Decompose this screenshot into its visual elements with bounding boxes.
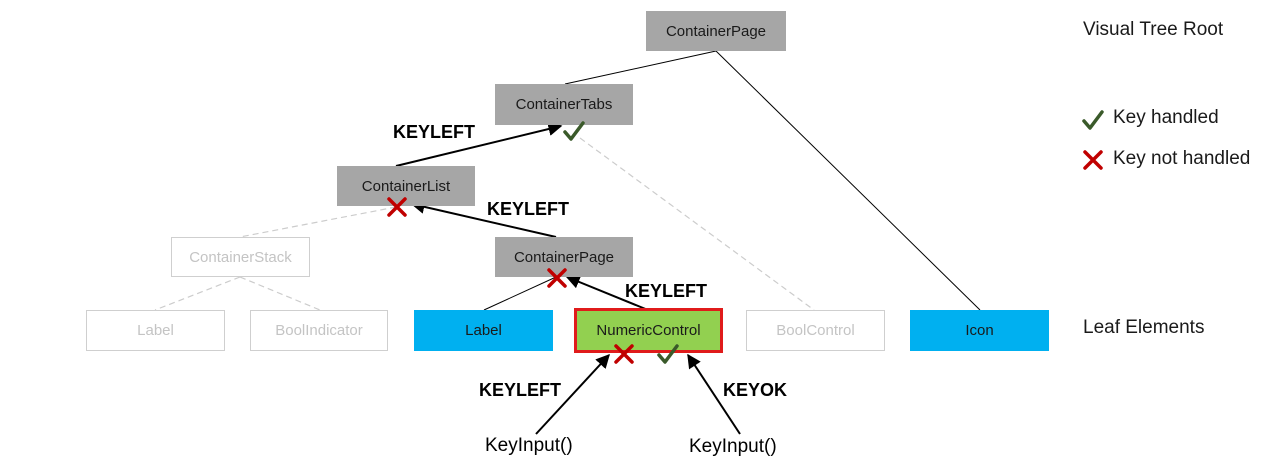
node-container-tabs: ContainerTabs — [495, 84, 633, 125]
node-container-page-root: ContainerPage — [646, 11, 786, 51]
node-label-faded: Label — [86, 310, 225, 351]
cross-icon — [1083, 150, 1103, 170]
node-label-leaf: Label — [414, 310, 553, 351]
edge-label-page-to-list: KEYLEFT — [487, 199, 570, 219]
arrow-numeric-to-page — [565, 275, 649, 311]
check-icon — [657, 344, 679, 364]
cross-icon — [387, 197, 407, 217]
node-container-stack: ContainerStack — [171, 237, 310, 277]
link-root-icon — [715, 50, 981, 311]
edge-label-input1-to-numeric: KEYLEFT — [479, 380, 562, 400]
link-page-label — [483, 276, 557, 311]
legend-not-handled-label: Key not handled — [1113, 148, 1251, 169]
link-stack-label — [154, 276, 241, 311]
node-icon-leaf: Icon — [910, 310, 1049, 351]
cross-icon — [547, 268, 567, 288]
edge-label-numeric-to-page: KEYLEFT — [625, 281, 708, 301]
key-input-call-right: KeyInput() — [689, 436, 777, 457]
side-label-leaf-elements: Leaf Elements — [1083, 317, 1205, 338]
node-bool-control: BoolControl — [746, 310, 885, 351]
legend-handled-label: Key handled — [1113, 107, 1219, 128]
arrow-input2-to-numeric — [687, 353, 741, 435]
link-stack-boolindicator — [239, 276, 321, 311]
edge-label-list-to-tabs: KEYLEFT — [393, 122, 476, 142]
side-label-tree-root: Visual Tree Root — [1083, 19, 1224, 40]
node-numeric-control: NumericControl — [574, 308, 723, 353]
link-list-stack — [239, 206, 397, 238]
arrow-input1-to-numeric — [535, 353, 610, 435]
check-icon — [1082, 110, 1104, 130]
link-root-tabs — [564, 50, 717, 85]
arrow-list-to-tabs — [395, 122, 563, 167]
key-input-call-left: KeyInput() — [485, 435, 573, 456]
cross-icon — [614, 344, 634, 364]
node-bool-indicator: BoolIndicator — [250, 310, 388, 351]
arrow-page-to-list — [410, 199, 557, 238]
edge-label-input2-to-numeric: KEYOK — [723, 380, 788, 400]
check-icon — [563, 121, 585, 141]
link-tabs-boolcontrol — [579, 137, 815, 311]
